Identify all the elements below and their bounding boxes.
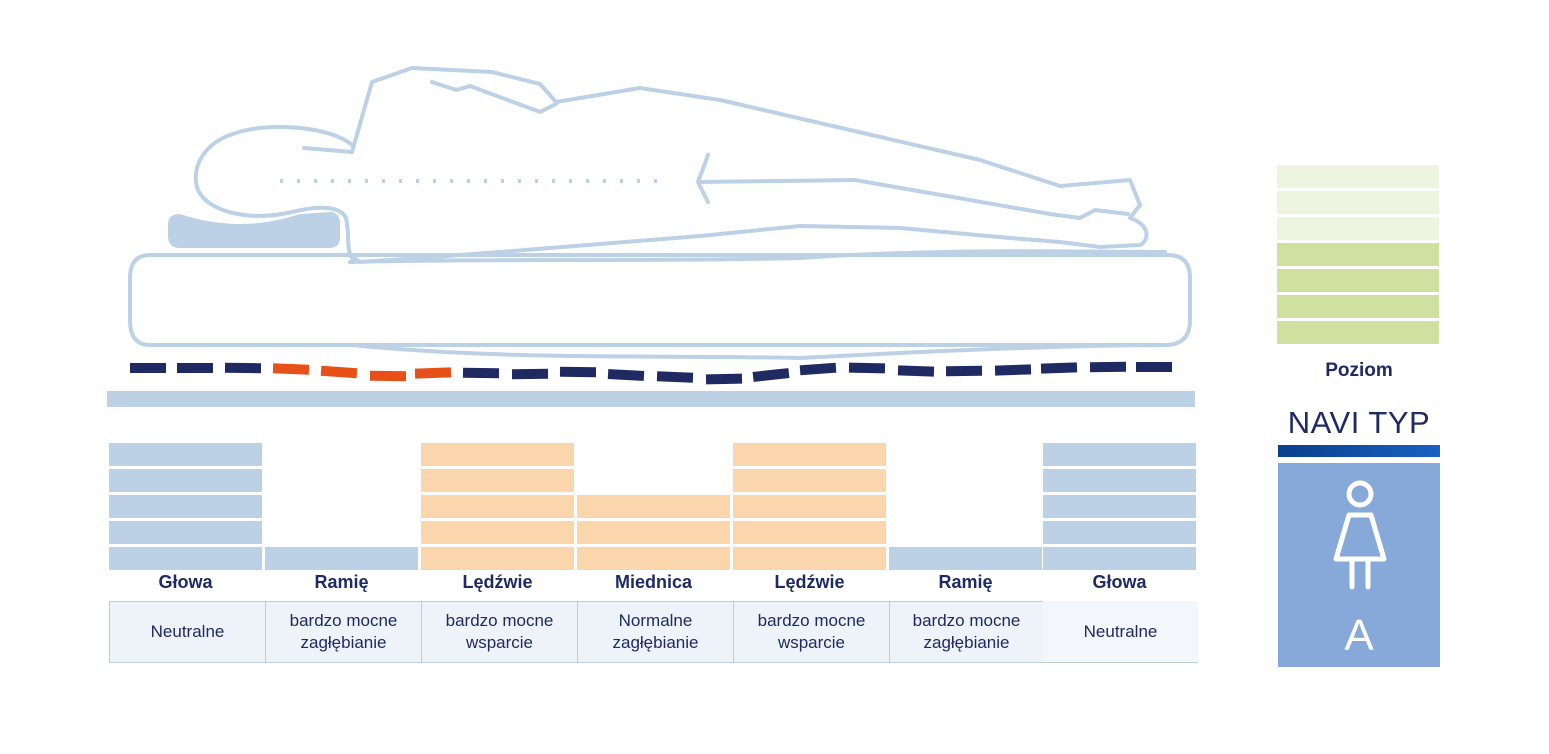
- zone-label-ramie: Ramię: [938, 572, 993, 592]
- zone-description: bardzo mocne wsparcie: [421, 601, 578, 663]
- level-segment: [1277, 217, 1439, 240]
- spring-segment: [272, 363, 310, 375]
- zone-block: [733, 495, 886, 518]
- spring-segment: [462, 367, 500, 379]
- spring-segment: [897, 365, 935, 377]
- spring-segment: [1040, 362, 1078, 374]
- spring-segment: [1089, 361, 1127, 373]
- navi-type-title: NAVI TYP: [1287, 405, 1431, 440]
- zone-block: [421, 495, 574, 518]
- zone-block: [421, 521, 574, 544]
- zone-block: [577, 521, 730, 544]
- spring-segment: [799, 362, 837, 376]
- spring-segment: [130, 363, 166, 373]
- zone-block: [109, 547, 262, 570]
- zone-block: [733, 443, 886, 466]
- zone-block: [421, 443, 574, 466]
- spring-segment: [224, 362, 262, 374]
- zone-description: Neutralne: [109, 601, 266, 663]
- zone-block: [265, 547, 418, 570]
- spring-segment: [752, 368, 790, 382]
- zone-label-glowa: Głowa: [1092, 572, 1147, 592]
- zone-label-ledzwie: Lędźwie: [462, 572, 533, 592]
- zone-block: [733, 547, 886, 570]
- zone-block: [109, 443, 262, 466]
- zone-description: Normalne zagłębianie: [577, 601, 734, 663]
- zone-description: bardzo mocne zagłębianie: [265, 601, 422, 663]
- zone-label-ramie: Ramię: [314, 572, 369, 592]
- zone-block: [421, 547, 574, 570]
- level-segment: [1277, 165, 1439, 188]
- sleeper-silhouette: [193, 66, 1170, 360]
- level-segment: [1277, 295, 1439, 318]
- level-label: Poziom: [1325, 360, 1393, 381]
- zone-block: [109, 469, 262, 492]
- zone-description: Neutralne: [1043, 601, 1198, 663]
- level-segment: [1277, 269, 1439, 292]
- zone-block: [1043, 443, 1196, 466]
- woman-icon: [1333, 480, 1387, 590]
- zone-block: [109, 521, 262, 544]
- spring-segment: [656, 371, 694, 383]
- zone-description: bardzo mocne wsparcie: [733, 601, 890, 663]
- spring-segment: [177, 363, 213, 373]
- zone-blocks: [109, 443, 1196, 570]
- zone-block: [1043, 547, 1196, 570]
- zone-label-miednica: Miednica: [614, 572, 693, 592]
- zone-block: [733, 469, 886, 492]
- base-bar: [107, 391, 1195, 407]
- zone-block: [109, 495, 262, 518]
- level-segment: [1277, 321, 1439, 344]
- spring-row: [130, 361, 1172, 385]
- navi-type-letter: A: [1344, 611, 1374, 660]
- zone-block: [733, 521, 886, 544]
- level-scale: [1277, 165, 1439, 344]
- zone-block: [889, 547, 1042, 570]
- spring-segment: [945, 365, 983, 377]
- navi-type-card: A: [1278, 463, 1440, 667]
- spring-segment: [607, 369, 645, 381]
- spring-segment: [414, 367, 452, 379]
- spring-segment: [559, 366, 597, 378]
- spring-segment: [369, 370, 407, 382]
- mattress-outline: [128, 253, 1192, 347]
- pillow-shape: [168, 212, 340, 248]
- zone-block: [421, 469, 574, 492]
- zone-description: bardzo mocne zagłębianie: [889, 601, 1044, 663]
- spring-segment: [705, 373, 743, 385]
- spring-segment: [320, 365, 358, 379]
- zone-label-ledzwie: Lędźwie: [774, 572, 845, 592]
- spring-segment: [994, 364, 1032, 376]
- spring-segment: [511, 368, 549, 380]
- spring-segment: [848, 362, 886, 374]
- zone-block: [577, 547, 730, 570]
- navi-stripe: [1278, 445, 1440, 457]
- level-segment: [1277, 243, 1439, 266]
- zone-block: [1043, 495, 1196, 518]
- zone-block: [1043, 521, 1196, 544]
- zone-label-glowa: Głowa: [158, 572, 213, 592]
- spring-segment: [1136, 362, 1172, 372]
- zone-block: [577, 495, 730, 518]
- zone-block: [1043, 469, 1196, 492]
- level-segment: [1277, 191, 1439, 214]
